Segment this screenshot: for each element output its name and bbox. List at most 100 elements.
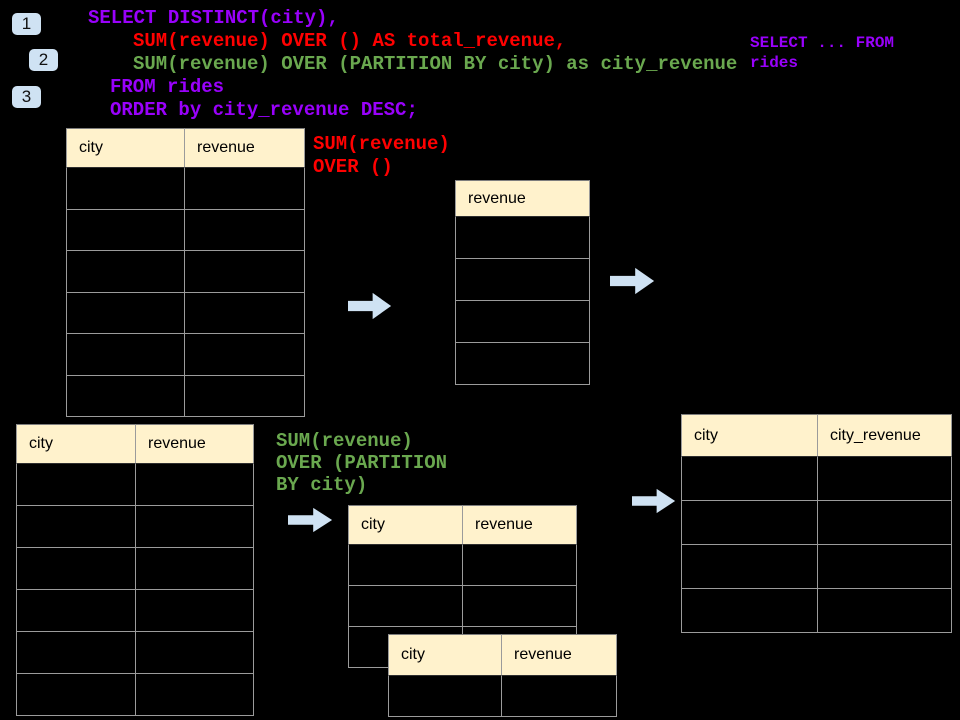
table-total-revenue-result: revenue: [455, 180, 590, 385]
table-cell-empty: [16, 506, 136, 548]
table-cell-empty: [66, 334, 185, 376]
table-cell-empty: [16, 674, 136, 716]
right-arrow-icon: [348, 292, 392, 320]
column-header-city: city: [388, 634, 502, 676]
table-cell-empty: [463, 545, 577, 586]
table-row: [681, 545, 952, 589]
table-cell-empty: [16, 548, 136, 590]
table-cell-empty: [136, 590, 254, 632]
table-cell-empty: [455, 217, 590, 259]
sql-query-code-line: FROM rides: [110, 76, 225, 98]
table-cell-empty: [16, 464, 136, 506]
step-badge-2: 2: [29, 49, 58, 71]
table-cell-empty: [455, 259, 590, 301]
table-cell-empty: [681, 501, 818, 545]
table-row: [455, 259, 590, 301]
table-row: [681, 589, 952, 633]
sql-from-snippet-line: rides: [750, 54, 799, 72]
table-row: [681, 457, 952, 501]
column-header-city: city: [681, 414, 818, 457]
table-row: [16, 548, 254, 590]
column-header-revenue: revenue: [502, 634, 617, 676]
table-row: [16, 464, 254, 506]
table-cell-empty: [185, 168, 305, 210]
table-cell-empty: [66, 168, 185, 210]
table-cell-empty: [681, 457, 818, 501]
table-row: [16, 632, 254, 674]
table-cell-empty: [681, 545, 818, 589]
table-cell-empty: [348, 545, 463, 586]
right-arrow-icon: [610, 267, 655, 295]
table-cell-empty: [66, 209, 185, 251]
label-sum-over-total-line: OVER (): [313, 156, 393, 178]
table-row: [455, 343, 590, 385]
column-header-city: city: [16, 424, 136, 464]
table-cell-empty: [185, 292, 305, 334]
table-row: [681, 501, 952, 545]
table-cell-empty: [136, 464, 254, 506]
sql-query-code-line: SUM(revenue) OVER (PARTITION BY city) as…: [133, 53, 738, 75]
table-header-row: revenue: [455, 180, 590, 217]
table-row: [455, 217, 590, 259]
table-cell-empty: [66, 375, 185, 417]
label-sum-over-partition-line: OVER (PARTITION: [276, 452, 448, 474]
table-cell-empty: [185, 334, 305, 376]
table-row: [66, 334, 305, 376]
table-cell-empty: [16, 632, 136, 674]
table-row: [66, 209, 305, 251]
label-sum-over-partition-line: BY city): [276, 474, 368, 496]
column-header-city: city: [66, 128, 185, 168]
table-cell-empty: [818, 457, 952, 501]
table-cell-empty: [185, 251, 305, 293]
column-header-revenue: revenue: [185, 128, 305, 168]
step-badge-3: 3: [12, 86, 41, 108]
table-row: [16, 674, 254, 716]
table-cell-empty: [136, 506, 254, 548]
table-row: [348, 586, 577, 627]
table-row: [66, 292, 305, 334]
column-header-city: city: [348, 505, 463, 545]
table-cell-empty: [681, 589, 818, 633]
table-cell-empty: [16, 590, 136, 632]
table-cell-empty: [348, 586, 463, 627]
label-sum-over-total-line: SUM(revenue): [313, 133, 450, 155]
sql-from-snippet-line: SELECT ... FROM: [750, 34, 895, 52]
sql-query-code-line: SUM(revenue) OVER () AS total_revenue,: [133, 30, 567, 52]
table-cell-empty: [136, 548, 254, 590]
table-cell-empty: [185, 209, 305, 251]
sql-query-code-line: ORDER by city_revenue DESC;: [110, 99, 418, 121]
sql-query-code: SELECT DISTINCT(city),SUM(revenue) OVER …: [88, 7, 737, 122]
table-cell-empty: [455, 301, 590, 343]
table-row: [66, 375, 305, 417]
table-cell-empty: [388, 676, 502, 717]
table-cell-empty: [66, 251, 185, 293]
table-row: [455, 301, 590, 343]
table-cell-empty: [455, 343, 590, 385]
label-sum-over-partition-line: SUM(revenue): [276, 430, 413, 452]
column-header-revenue: revenue: [455, 180, 590, 217]
table-row: [16, 590, 254, 632]
table-cell-empty: [185, 375, 305, 417]
table-cell-empty: [136, 632, 254, 674]
table-cell-empty: [818, 589, 952, 633]
table-row: [388, 676, 617, 717]
sql-from-snippet: SELECT ... FROM rides: [750, 33, 894, 73]
table-cell-empty: [66, 292, 185, 334]
sql-query-code-line: SELECT DISTINCT(city),: [88, 7, 339, 29]
table-row: [66, 168, 305, 210]
table-row: [348, 545, 577, 586]
column-header-city_revenue: city_revenue: [818, 414, 952, 457]
table-cell-empty: [818, 501, 952, 545]
table-row: [16, 506, 254, 548]
